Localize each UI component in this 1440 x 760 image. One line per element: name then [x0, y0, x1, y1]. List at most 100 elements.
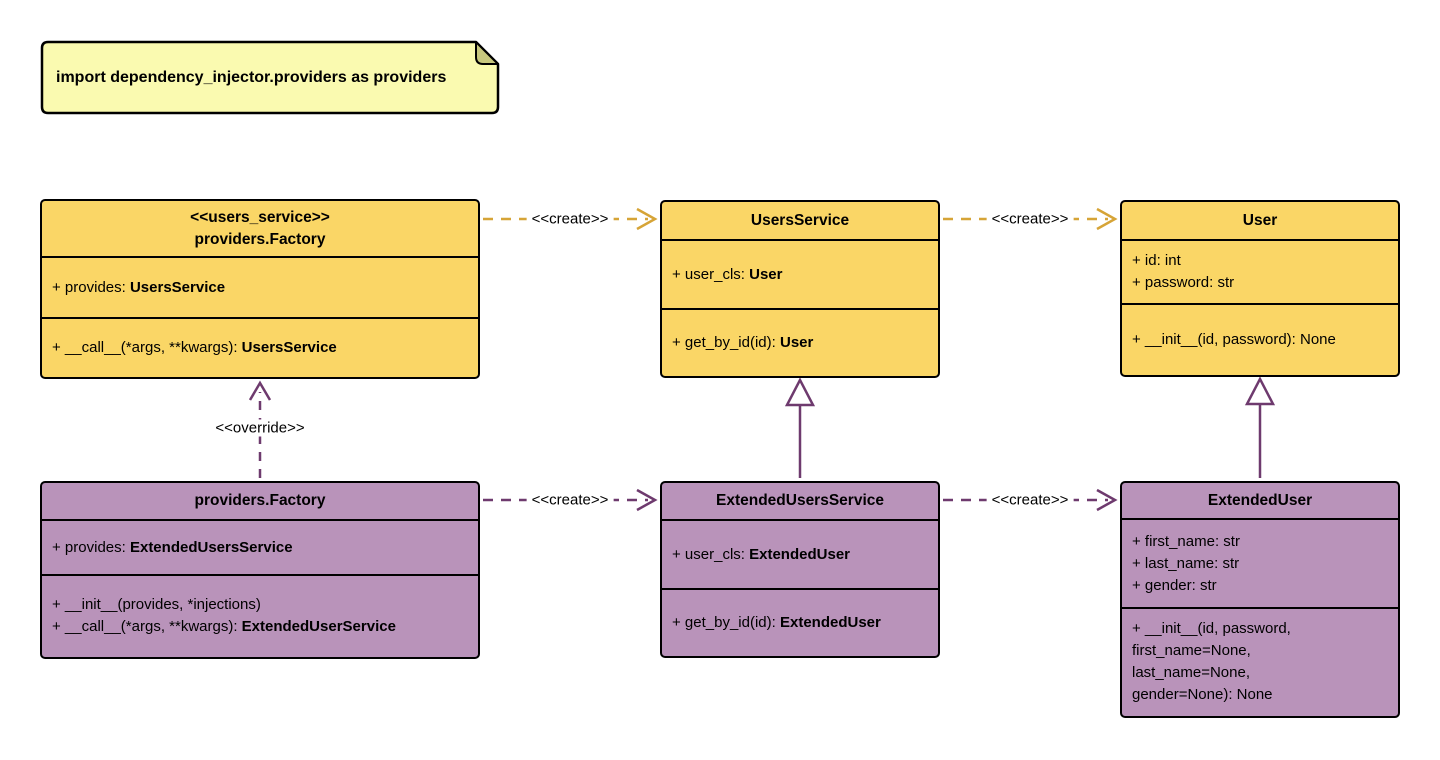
open-arrowhead-icon [636, 488, 658, 512]
class-name: ExtendedUsersService [715, 492, 884, 509]
member-line: + id: int [1132, 250, 1388, 272]
member-type: ExtendedUserService [241, 618, 396, 635]
member-text: + get_by_id(id): [672, 333, 780, 351]
member-type: ExtendedUser [779, 613, 881, 631]
member-text: + get_by_id(id): [672, 613, 780, 631]
class-box-users-service: UsersService + user_cls: User + get_by_i… [660, 200, 940, 378]
open-arrowhead-icon [1096, 488, 1118, 512]
class-box-user: User + id: int + password: str + __init__… [1120, 200, 1400, 377]
class-attributes: + provides: UsersService [42, 256, 478, 317]
member-line: + gender: str [1132, 575, 1388, 597]
class-box-extended-users-service: ExtendedUsersService + user_cls: Extende… [660, 481, 940, 658]
member-text: + provides: [52, 278, 130, 296]
class-header: providers.Factory [42, 483, 478, 519]
member-text: + gender: str [1132, 576, 1217, 594]
note: import dependency_injector.providers as … [56, 44, 486, 112]
create-label: <<create>> [986, 491, 1074, 509]
member-type: UsersService [241, 338, 337, 356]
member-text: + password: str [1132, 274, 1235, 291]
class-attributes: + id: int + password: str [1122, 239, 1398, 303]
member-type: User [749, 265, 783, 283]
class-header: <<users_service>> providers.Factory [42, 201, 478, 256]
create-label: <<create>> [986, 210, 1074, 228]
member-text: + __init__(provides, *injections) [52, 596, 261, 613]
member-line: + first_name: str [1132, 531, 1388, 553]
create-arrow-usersservice-user [943, 207, 1118, 231]
class-header: User [1122, 202, 1398, 239]
member-line: + password: str [1132, 272, 1388, 294]
member-type: User [779, 333, 814, 351]
member-line: + __init__(id, password): None [1132, 329, 1388, 351]
class-attributes: + first_name: str + last_name: str + gende… [1122, 518, 1398, 607]
member-text: last_name=None, [1132, 664, 1250, 681]
member-text: + provides: [52, 538, 130, 556]
class-methods: + __init__(provides, *injections) + __cal… [42, 574, 478, 656]
class-methods: + __call__(*args, **kwargs): UsersServic… [42, 317, 478, 376]
class-box-factory-extended: providers.Factory + provides: ExtendedUs… [40, 481, 480, 659]
member-line: + user_cls: User [672, 264, 928, 286]
note-shape [40, 40, 500, 115]
note-text: import dependency_injector.providers as … [56, 69, 447, 86]
create-arrow-extendedusersservice-extendeduser [943, 488, 1118, 512]
class-methods: + get_by_id(id): User [662, 308, 938, 375]
inheritance-arrow-extendeduser [1244, 376, 1276, 478]
member-text: + last_name: str [1132, 554, 1240, 572]
hollow-triangle-icon [1244, 376, 1276, 406]
open-arrowhead-icon [636, 207, 658, 231]
class-methods: + __init__(id, password): None [1122, 303, 1398, 374]
class-header: UsersService [662, 202, 938, 239]
create-arrow-factory-extendedusersservice [483, 488, 658, 512]
member-text: + first_name: str [1132, 532, 1240, 550]
member-text: gender=None): None [1132, 686, 1273, 703]
class-header: ExtendedUser [1122, 483, 1398, 518]
class-methods: + __init__(id, password, first_name=None,… [1122, 607, 1398, 715]
member-line: + provides: UsersService [52, 277, 468, 299]
note-fold-corner [475, 41, 499, 65]
member-line: + last_name: str [1132, 553, 1388, 575]
member-text: + __init__(id, password): None [1132, 330, 1336, 348]
hollow-triangle-icon [784, 377, 816, 407]
member-text: + user_cls: [672, 265, 750, 283]
class-name: ExtendedUser [1207, 491, 1313, 509]
member-line: + __call__(*args, **kwargs): ExtendedUse… [52, 616, 468, 638]
member-type: UsersService [129, 278, 226, 296]
member-text: + id: int [1132, 252, 1181, 269]
member-line: + __call__(*args, **kwargs): UsersServic… [52, 337, 468, 359]
member-type: ExtendedUsersService [129, 538, 293, 556]
class-box-factory-users-service: <<users_service>> providers.Factory + pr… [40, 199, 480, 379]
override-label: <<override>> [210, 419, 310, 437]
member-line: + get_by_id(id): ExtendedUser [672, 612, 928, 634]
member-type: ExtendedUser [749, 545, 850, 563]
member-text: + __call__(*args, **kwargs): [52, 338, 242, 356]
member-line: + user_cls: ExtendedUser [672, 544, 928, 566]
class-header: ExtendedUsersService [662, 483, 938, 519]
member-line: + __init__(provides, *injections) [52, 594, 468, 616]
class-name: UsersService [750, 211, 850, 229]
member-line: last_name=None, [1132, 662, 1388, 684]
create-label: <<create>> [526, 210, 614, 228]
class-name: providers.Factory [194, 492, 326, 509]
member-text: + __call__(*args, **kwargs): [52, 618, 242, 635]
open-arrowhead-icon [1096, 207, 1118, 231]
member-text: first_name=None, [1132, 642, 1251, 659]
class-name: User [1242, 211, 1278, 229]
create-arrow-factory-usersservice [483, 207, 658, 231]
note-body [40, 40, 500, 115]
create-label: <<create>> [526, 491, 614, 509]
member-line: + provides: ExtendedUsersService [52, 537, 468, 559]
open-arrowhead-icon [248, 380, 272, 401]
class-attributes: + user_cls: ExtendedUser [662, 519, 938, 588]
member-text: + user_cls: [672, 545, 750, 563]
class-attributes: + provides: ExtendedUsersService [42, 519, 478, 574]
inheritance-arrow-extendedusersservice [784, 377, 816, 478]
class-stereotype: <<users_service>> [190, 208, 330, 226]
class-name: providers.Factory [194, 230, 326, 248]
member-line: first_name=None, [1132, 640, 1388, 662]
member-line: + __init__(id, password, [1132, 618, 1388, 640]
class-methods: + get_by_id(id): ExtendedUser [662, 588, 938, 655]
member-line: gender=None): None [1132, 684, 1388, 706]
member-line: + get_by_id(id): User [672, 332, 928, 354]
member-text: + __init__(id, password, [1132, 620, 1291, 637]
